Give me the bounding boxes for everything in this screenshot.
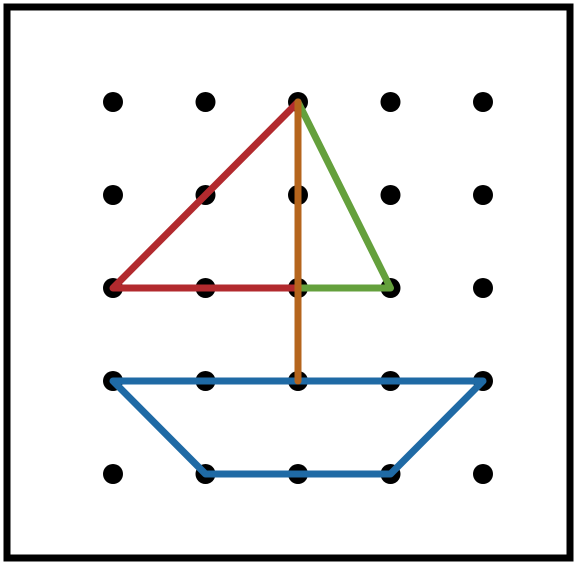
peg <box>473 278 493 298</box>
peg <box>473 92 493 112</box>
peg <box>380 92 401 112</box>
peg <box>103 185 123 205</box>
peg <box>380 185 401 205</box>
rubber-bands <box>109 98 487 478</box>
peg <box>103 464 123 484</box>
right-sail-band <box>294 98 394 292</box>
peg <box>103 92 123 112</box>
peg <box>473 185 493 205</box>
hull-band <box>109 377 487 478</box>
left-sail-band <box>109 98 302 292</box>
peg <box>195 92 216 112</box>
peg <box>473 464 493 484</box>
